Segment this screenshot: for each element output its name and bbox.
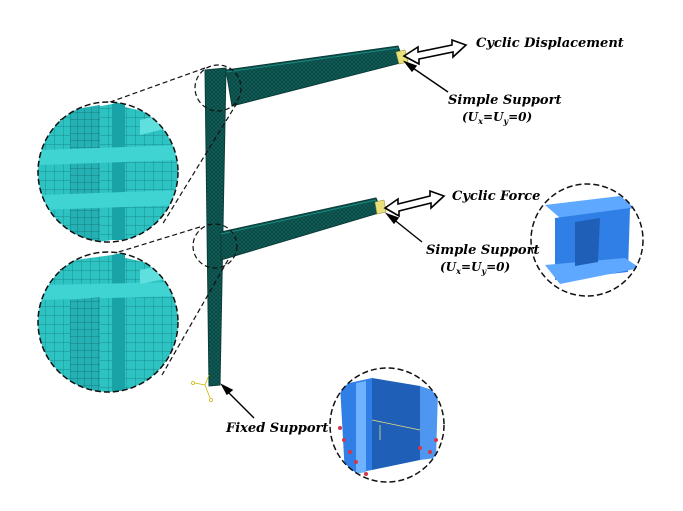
top-joint-zoom xyxy=(37,101,179,243)
top-beam xyxy=(225,45,405,107)
fixed-nodes xyxy=(338,426,438,476)
cyclic-force-arrow-icon xyxy=(383,189,446,218)
simple-support-top-label: Simple Support xyxy=(448,93,561,108)
cyclic-displacement-arrow-icon xyxy=(402,38,468,66)
top-joint-marker xyxy=(194,64,242,112)
steel-frame-mesh xyxy=(191,45,409,402)
cyclic-displacement-label: Cyclic Displacement xyxy=(476,36,624,51)
simple-support-bottom-label: Simple Support xyxy=(426,243,539,258)
top-beam-end-plate xyxy=(395,49,409,65)
column-base-zoom xyxy=(329,367,445,483)
cyclic-force-label: Cyclic Force xyxy=(452,189,540,204)
bottom-joint-zoom xyxy=(37,251,179,393)
bottom-condition-label: (Ux=Uy=0) xyxy=(440,260,510,276)
fixed-support-label: Fixed Support xyxy=(225,421,328,436)
axis-triad-icon xyxy=(191,374,213,402)
top-condition-label: (Ux=Uy=0) xyxy=(462,110,532,126)
beam-end-zoom xyxy=(530,183,644,297)
bottom-beam-end-plate xyxy=(374,199,387,215)
bottom-joint-marker xyxy=(192,223,238,269)
leader-arrows xyxy=(220,60,449,419)
column xyxy=(204,67,227,387)
